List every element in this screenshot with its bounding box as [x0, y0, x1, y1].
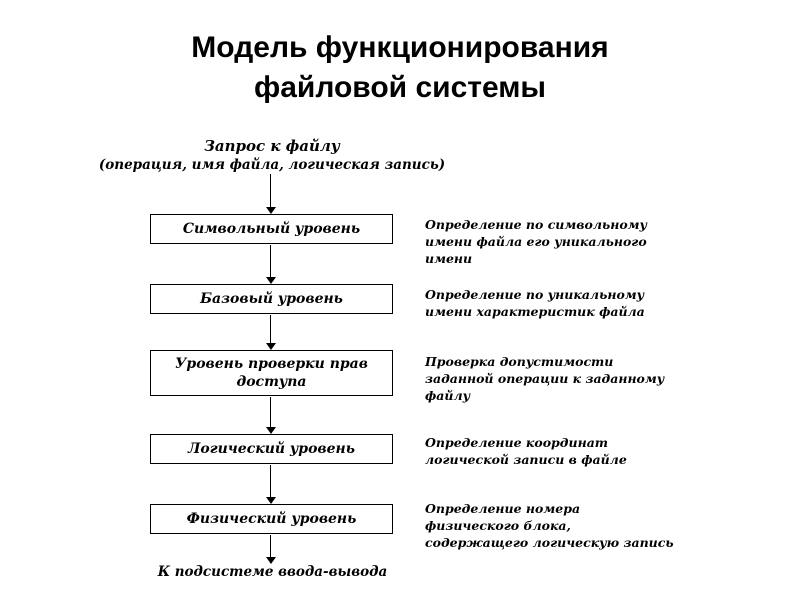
flow-input-label-line2: (операция, имя файла, логическая запись)	[98, 157, 446, 173]
flow-input-label-line1: Запрос к файлу	[204, 137, 340, 155]
step-label: Базовый уровень	[200, 291, 343, 307]
step-label: Логический уровень	[188, 441, 355, 457]
step-label: Символьный уровень	[182, 221, 361, 237]
step-label: Физический уровень	[186, 511, 357, 527]
arrow-down-icon	[265, 245, 276, 284]
step-annotation: Определение по уникальному имени характе…	[425, 287, 645, 319]
step-annotation: Определение координат логической записи …	[425, 435, 627, 467]
flow-output-label: К подсистеме ввода-вывода	[157, 564, 388, 580]
step-annotation: Определение по символьному имени файла е…	[425, 217, 648, 266]
step-box-physical-level: Физический уровень	[150, 504, 393, 534]
arrow-down-icon	[265, 535, 276, 564]
step-label: Уровень проверки прав доступа	[175, 356, 368, 390]
flow-input-label: Запрос к файлу (операция, имя файла, лог…	[72, 136, 472, 175]
step-annotation: Проверка допустимости заданной операции …	[425, 354, 665, 403]
arrow-down-icon	[265, 174, 276, 214]
arrow-down-icon	[265, 465, 276, 504]
arrow-down-icon	[265, 315, 276, 350]
step-annotation: Определение номера физического блока, со…	[425, 501, 674, 550]
slide-title-line2: файловой системы	[253, 71, 547, 104]
step-box-basic-level: Базовый уровень	[150, 284, 393, 314]
arrow-down-icon	[265, 397, 276, 434]
slide-title-line1: Модель функционирования	[191, 31, 609, 64]
step-box-logical-level: Логический уровень	[150, 434, 393, 464]
step-box-access-check-level: Уровень проверки прав доступа	[150, 350, 393, 396]
slide-title: Модель функционирования файловой системы	[0, 28, 800, 108]
step-box-symbolic-level: Символьный уровень	[150, 214, 393, 244]
